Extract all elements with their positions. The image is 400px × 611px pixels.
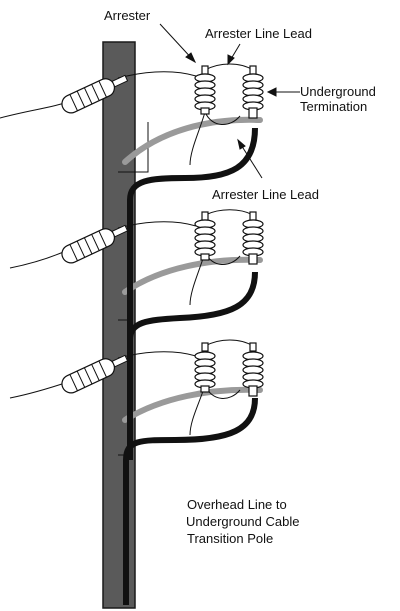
arrester-mid	[194, 211, 216, 261]
pole-insulators	[61, 74, 129, 394]
arrester-line-lead-top-label: Arrester Line Lead	[205, 26, 312, 41]
pole-insulator-top	[61, 74, 129, 114]
gray-cables	[122, 116, 263, 423]
pole-insulator-mid	[61, 224, 129, 264]
underground-termination-label-line2: Termination	[300, 99, 368, 114]
caption-line1: Overhead Line to	[187, 497, 287, 512]
pole-insulator-bottom	[61, 354, 129, 394]
termination-top	[242, 65, 264, 119]
arrester-label: Arrester	[104, 8, 151, 23]
underground-termination-label-line1: Underground	[300, 84, 376, 99]
termination-mid	[242, 211, 264, 265]
arrester-top	[194, 65, 216, 115]
underground-cable	[123, 127, 258, 605]
arrester-line-lead-mid-label: Arrester Line Lead	[212, 187, 319, 202]
arrester-units	[194, 65, 264, 397]
annotation-arrows	[159, 23, 300, 179]
caption-line2: Underground Cable	[186, 514, 300, 529]
arrester-bottom	[194, 342, 216, 393]
caption-line3: Transition Pole	[187, 531, 274, 546]
termination-bottom	[242, 342, 264, 397]
